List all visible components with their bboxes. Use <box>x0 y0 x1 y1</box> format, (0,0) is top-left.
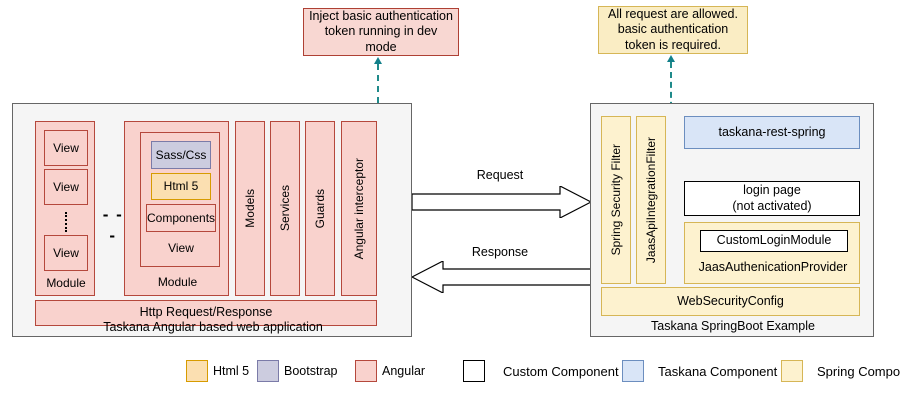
callout-spring-note-text: All request are allowed. basic authentic… <box>608 7 738 52</box>
right-panel-caption-text: Taskana SpringBoot Example <box>651 319 815 334</box>
component-jaas-provider-label-text: JaasAuthenicationProvider <box>698 260 848 275</box>
legend-label-custom-component: Custom Component <box>503 363 619 379</box>
modules-horizontal-ellipsis-text: - - - <box>102 205 124 245</box>
module-b-view-group[interactable]: Sass/Css Html 5 Components View <box>140 132 220 267</box>
legend-left-group: Html 5 Bootstrap Angular <box>186 360 426 384</box>
module-b-view-label-text: View <box>168 240 194 255</box>
component-login-page-line1: login page <box>743 183 801 198</box>
legend-swatch-taskana-component <box>622 360 644 382</box>
filter-jaas-api-integration-label: JaasApiIntegrationFilter <box>643 136 658 264</box>
legend-item-html5: Html 5 <box>186 360 249 382</box>
module-a-view-3[interactable]: View <box>44 235 88 271</box>
request-arrow <box>412 186 592 218</box>
column-guards-label: Guards <box>312 188 327 229</box>
legend-label-angular: Angular <box>382 364 426 378</box>
module-a-view-1[interactable]: View <box>44 130 88 166</box>
callout-angular-note: Inject basic authentication token runnin… <box>303 8 459 56</box>
component-jaas-authentication-provider[interactable]: CustomLoginModule JaasAuthenicationProvi… <box>684 222 860 284</box>
column-services-label: Services <box>277 185 292 232</box>
modules-horizontal-ellipsis: - - - <box>97 205 129 245</box>
component-custom-login-module[interactable]: CustomLoginModule <box>700 230 848 252</box>
legend-swatch-html5 <box>186 360 208 382</box>
http-request-response-label: Http Request/Response <box>139 305 273 320</box>
module-b-view-label: View <box>141 237 221 259</box>
legend-swatch-bootstrap <box>257 360 279 382</box>
legend-item-spring-component: Spring Component <box>781 360 900 382</box>
legend-swatch-custom-component <box>463 360 485 382</box>
module-a-vertical-ellipsis <box>65 212 67 232</box>
connector-spring-arrowhead <box>667 55 675 62</box>
callout-angular-note-text: Inject basic authentication token runnin… <box>309 9 453 54</box>
legend-label-html5: Html 5 <box>213 364 250 378</box>
column-services[interactable]: Services <box>270 121 300 296</box>
legend-label-taskana-component: Taskana Component <box>658 363 778 379</box>
right-panel-caption: Taskana SpringBoot Example <box>591 317 875 337</box>
component-taskana-rest-spring-label: taskana-rest-spring <box>718 124 826 139</box>
item-sass-css[interactable]: Sass/Css <box>151 141 211 169</box>
connector-angular-dashed-line <box>377 64 379 114</box>
component-login-page-line2: (not activated) <box>732 198 812 213</box>
module-b-label-text: Module <box>157 274 198 289</box>
module-b-label: Module <box>125 272 230 292</box>
http-request-response-bar[interactable]: Http Request/Response <box>35 300 377 326</box>
module-a-view-1-label: View <box>53 140 79 155</box>
item-sass-css-label: Sass/Css <box>155 147 207 162</box>
legend-item-custom-component: Custom Component <box>463 360 619 382</box>
connector-angular-arrowhead <box>374 57 382 64</box>
component-taskana-rest-spring[interactable]: taskana-rest-spring <box>684 116 860 149</box>
legend-label-spring-component: Spring Component <box>817 363 900 379</box>
item-html5-label: Html 5 <box>163 179 199 194</box>
column-angular-interceptor-label: Angular interceptor <box>351 157 366 260</box>
column-guards[interactable]: Guards <box>305 121 335 296</box>
component-web-security-config[interactable]: WebSecurityConfig <box>601 287 860 316</box>
left-panel-caption-text: Taskana Angular based web application <box>103 320 323 335</box>
component-custom-login-module-label: CustomLoginModule <box>716 233 832 248</box>
response-arrow-label-text: Response <box>471 245 529 259</box>
module-a-container[interactable]: View View View Module <box>35 121 95 296</box>
filter-spring-security[interactable]: Spring Security Filter <box>601 116 631 284</box>
legend-item-taskana-component: Taskana Component <box>622 360 777 382</box>
column-models-label: Models <box>242 189 257 228</box>
request-arrow-label: Request <box>440 168 560 182</box>
filter-spring-security-label: Spring Security Filter <box>608 144 623 256</box>
component-jaas-provider-label: JaasAuthenicationProvider <box>685 257 861 279</box>
left-panel-caption: Taskana Angular based web application <box>13 318 413 338</box>
filter-jaas-api-integration[interactable]: JaasApiIntegrationFilter <box>636 116 666 284</box>
component-web-security-config-label: WebSecurityConfig <box>677 293 784 308</box>
module-a-view-2[interactable]: View <box>44 169 88 205</box>
component-login-page[interactable]: login page (not activated) <box>684 181 860 216</box>
legend-swatch-angular <box>355 360 377 382</box>
item-components[interactable]: Components <box>146 204 216 232</box>
item-html5[interactable]: Html 5 <box>151 173 211 200</box>
callout-spring-note: All request are allowed. basic authentic… <box>598 6 748 54</box>
module-a-view-3-label: View <box>53 245 79 260</box>
column-angular-interceptor[interactable]: Angular interceptor <box>341 121 377 296</box>
module-b-container[interactable]: Sass/Css Html 5 Components View Module <box>124 121 229 296</box>
item-components-label: Components <box>146 210 216 225</box>
request-arrow-label-text: Request <box>476 168 524 182</box>
legend-item-angular: Angular <box>355 360 425 382</box>
column-models[interactable]: Models <box>235 121 265 296</box>
module-a-label-text: Module <box>46 275 86 290</box>
response-arrow-label: Response <box>440 245 560 259</box>
legend-label-bootstrap: Bootstrap <box>284 364 338 378</box>
right-panel-springboot: Spring Security Filter JaasApiIntegratio… <box>590 103 874 337</box>
legend-item-bootstrap: Bootstrap <box>257 360 338 382</box>
module-a-label: Module <box>36 273 96 293</box>
legend-right-group: Custom Component Taskana Component Sprin… <box>463 360 900 384</box>
legend-swatch-spring-component <box>781 360 803 382</box>
left-panel-angular-app: View View View Module - - - Sass/Css Htm… <box>12 103 412 337</box>
module-a-view-2-label: View <box>53 179 79 194</box>
response-arrow <box>412 261 592 293</box>
